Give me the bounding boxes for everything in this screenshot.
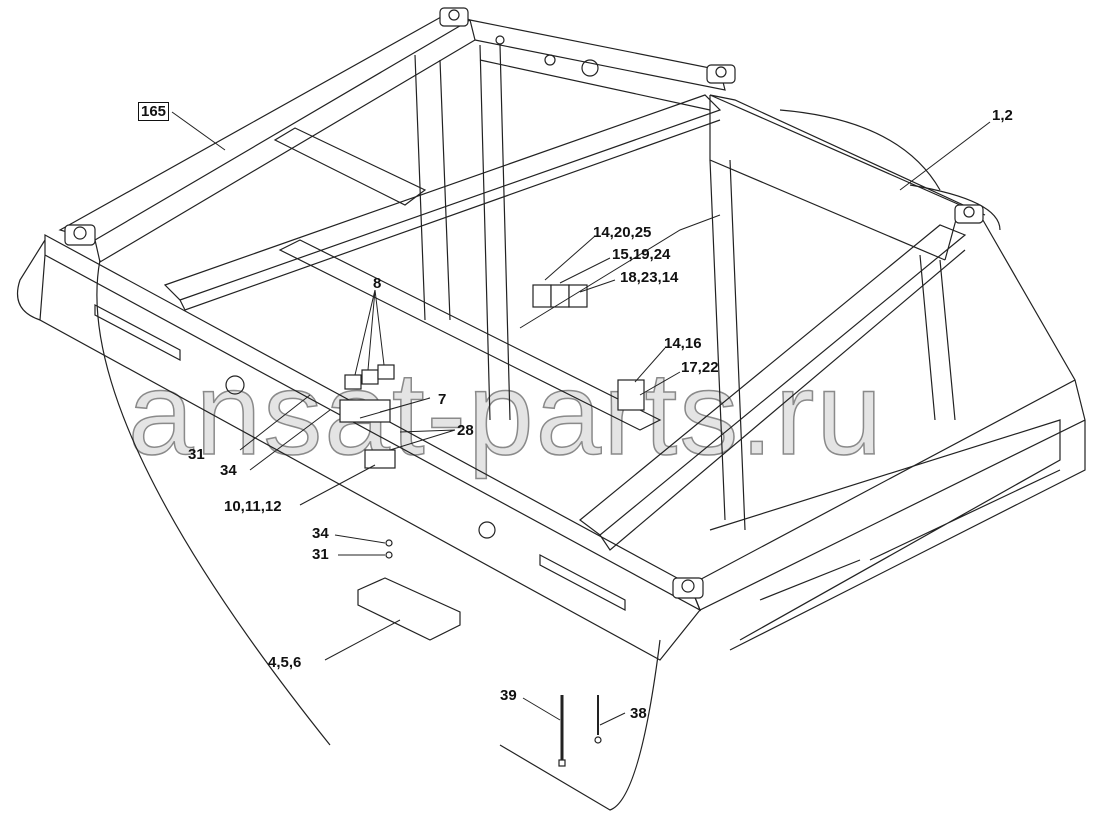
callout-8: 8 xyxy=(373,275,382,292)
leader-lines xyxy=(171,111,991,726)
callout-15-19-24: 15,19,24 xyxy=(612,246,671,263)
switch-block-lower xyxy=(617,379,645,411)
watermark: ansat-parts.ru xyxy=(127,348,884,480)
callout-39: 39 xyxy=(500,687,517,704)
callout-10-11-12: 10,11,12 xyxy=(224,498,282,515)
background-outline-right xyxy=(499,639,661,811)
slot-right xyxy=(539,554,626,611)
frame-beam-right xyxy=(709,94,986,261)
callout-7: 7 xyxy=(438,391,447,408)
corner-mounts xyxy=(64,7,984,599)
callout-28: 28 xyxy=(457,422,474,439)
frame-beam-diagonal xyxy=(163,94,722,311)
callout-14-20-25: 14,20,25 xyxy=(593,224,652,241)
frame-post-back xyxy=(414,44,511,421)
frame-post-right xyxy=(709,159,746,531)
frame-beam-front-right xyxy=(689,214,1086,651)
frame-beam-middle xyxy=(278,239,662,431)
callout-31-lower: 31 xyxy=(312,546,329,563)
frame-beam-short xyxy=(273,127,427,206)
callout-34: 34 xyxy=(220,462,237,479)
background-outline xyxy=(96,259,331,746)
callout-38: 38 xyxy=(630,705,647,722)
frame-beam-right-cross xyxy=(579,224,967,551)
holes xyxy=(225,35,599,539)
relay-group xyxy=(339,364,396,469)
slot-left xyxy=(94,304,181,361)
callout-31: 31 xyxy=(188,446,205,463)
callout-1-2: 1,2 xyxy=(992,107,1013,124)
frame-post-right2 xyxy=(919,254,956,421)
switch-block-upper xyxy=(532,284,588,308)
lower-structure xyxy=(709,419,1061,641)
callout-18-23-14: 18,23,14 xyxy=(620,269,679,286)
callout-17-22: 17,22 xyxy=(681,359,719,376)
callout-4-5-6: 4,5,6 xyxy=(268,654,302,671)
callout-14-16: 14,16 xyxy=(664,335,702,352)
fuse-box xyxy=(357,577,461,641)
frame-beam-front xyxy=(16,233,702,661)
frame-beam-left xyxy=(58,11,476,263)
callout-34-lower: 34 xyxy=(312,525,329,542)
callout-165: 165 xyxy=(138,102,170,121)
